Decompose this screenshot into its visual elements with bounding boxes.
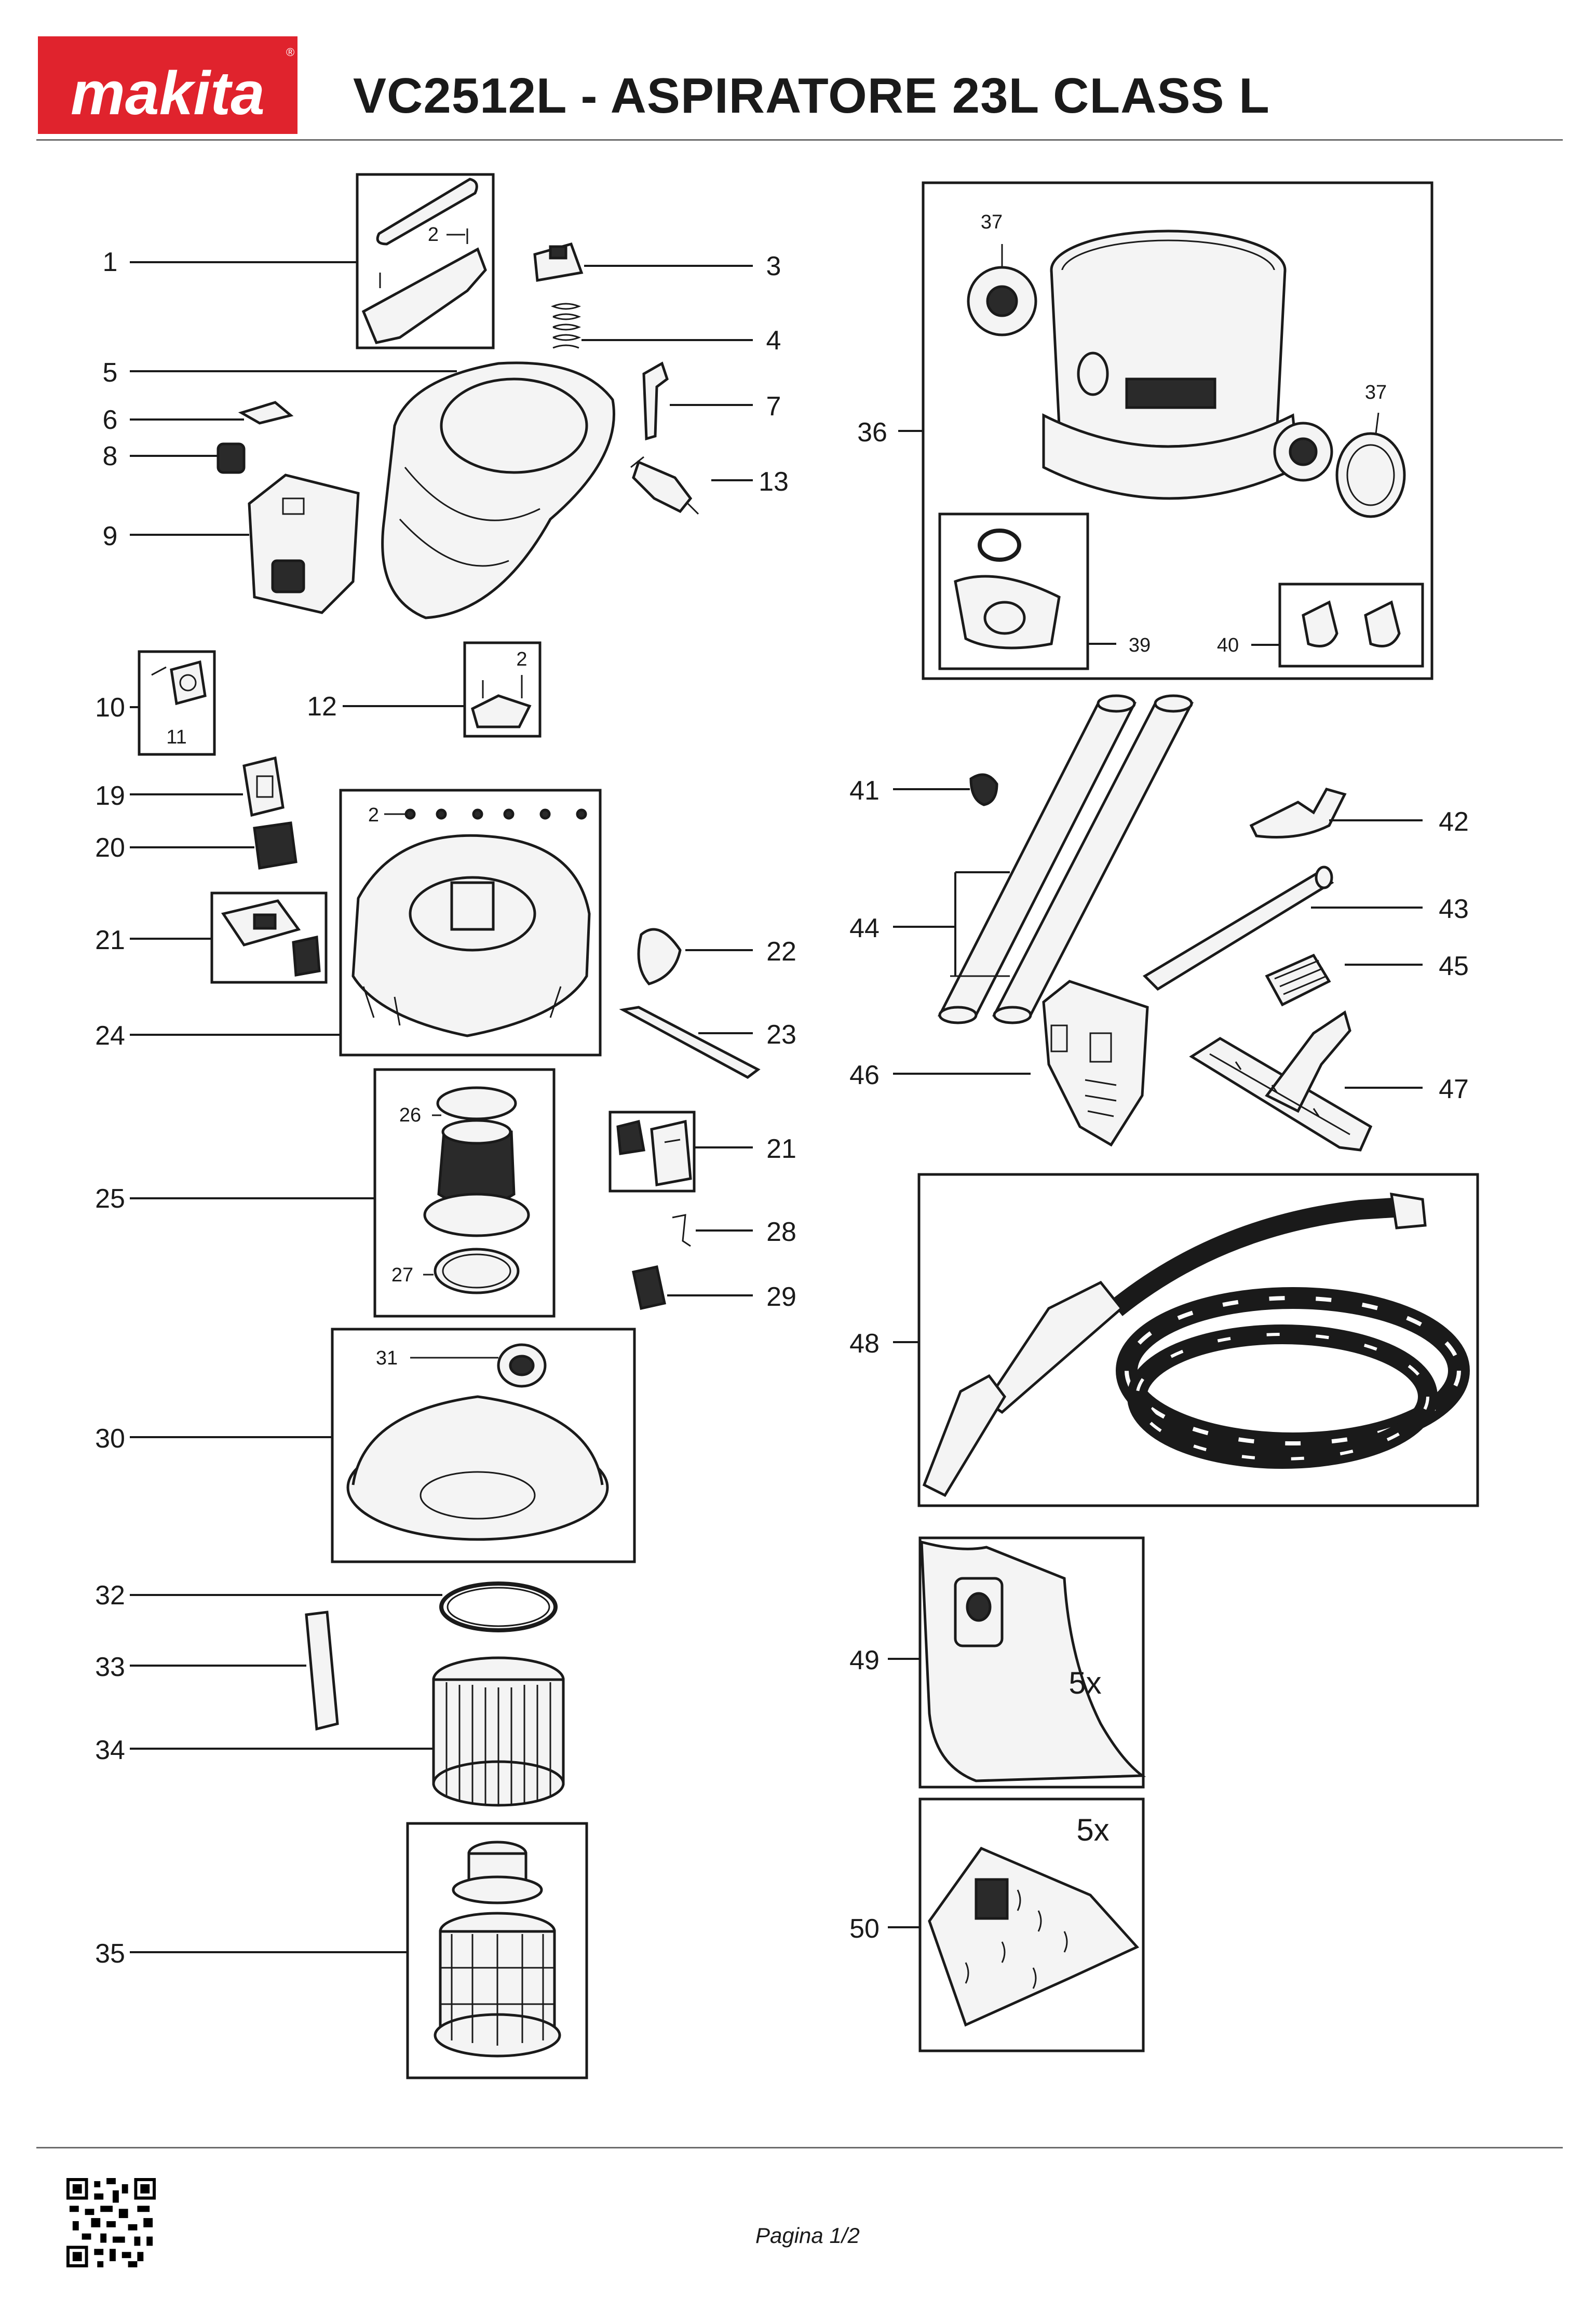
callout-50: 50 [849,1914,880,1944]
part-44-extension-tubes: 44 [849,694,1194,1024]
part-10-11-switch-assembly: 11 10 [95,650,216,756]
callout-31: 31 [376,1347,398,1369]
part-8-knob: 8 [103,441,246,474]
callout-39: 39 [1129,634,1151,656]
callout-44: 44 [849,913,880,943]
part-24-motor-housing: 2 24 [95,789,602,1057]
part-50-paper-bag: 5x 50 [849,1797,1145,2052]
callout-9: 9 [103,521,118,551]
part-36-tank: 37 37 36 39 40 [857,181,1433,680]
part-47-floor-nozzle: 47 [1189,1010,1469,1152]
part-46-tool-holder: 46 [849,980,1149,1147]
callout-27: 27 [391,1264,413,1286]
quantity-49: 5x [1068,1666,1101,1700]
part-35-filter-assembly: 35 [95,1822,588,2079]
part-32-seal-ring: 32 [95,1580,558,1632]
part-49-filter-bag: 5x 49 [849,1536,1146,1789]
part-45-adapter: 45 [1265,951,1469,1007]
callout-3: 3 [766,251,781,281]
callout-34: 34 [95,1735,125,1765]
callout-2a: 2 [428,224,439,246]
part-9-switch-housing: 9 [103,474,360,614]
callout-46: 46 [849,1060,880,1090]
part-21-filter-panel: 21 [95,891,328,984]
part-48-suction-hose: 48 [849,1173,1479,1507]
part-6-latch: 6 [103,401,294,435]
part-23-strap: 23 [619,1006,796,1079]
callout-25: 25 [95,1184,125,1214]
callout-4: 4 [766,326,781,356]
page-title: VC2512L - ASPIRATORE 23L CLASS L [353,68,1270,124]
part-19-plate: 19 [95,756,285,817]
callout-37a: 37 [981,211,1003,233]
callout-37b: 37 [1365,382,1387,403]
part-7-hook: 7 [642,361,781,441]
callout-28: 28 [766,1217,796,1247]
brand-name: makita [71,59,265,128]
page-number: Pagina 1/2 [755,2223,860,2248]
callout-30: 30 [95,1424,125,1454]
callout-41: 41 [849,776,880,806]
callout-48: 48 [849,1329,880,1359]
callout-32: 32 [95,1580,125,1611]
callout-47: 47 [1439,1074,1469,1104]
svg-text:®: ® [286,46,294,59]
callout-13: 13 [759,467,789,497]
part-12-bracket: 2 12 [307,641,542,738]
callout-21b: 21 [766,1134,796,1164]
callout-12: 12 [307,692,337,722]
callout-19: 19 [95,781,125,811]
callout-40: 40 [1217,634,1239,656]
callout-2b: 2 [516,648,527,670]
part-4-spring: 4 [550,303,781,356]
part-25-motor: 26 27 25 [95,1068,556,1318]
part-1-handle: 1 2 [103,173,495,349]
callout-6: 6 [103,405,118,435]
part-30-head-base: 31 30 [95,1328,636,1563]
callout-29: 29 [766,1282,796,1312]
part-3-clip: 3 [533,242,781,282]
callout-24: 24 [95,1021,125,1051]
qr-code-icon [66,2178,156,2267]
callout-7: 7 [766,391,781,422]
quantity-50: 5x [1076,1813,1109,1847]
callout-33: 33 [95,1652,125,1682]
callout-35: 35 [95,1939,125,1969]
callout-8: 8 [103,441,118,471]
makita-logo: makita ® [38,36,297,134]
callout-26: 26 [399,1104,421,1126]
part-43-crevice-tube: 43 [1142,866,1469,991]
part-42-upholstery-nozzle: 42 [1249,788,1469,839]
part-5-top-cover: 5 [103,358,615,619]
callout-42: 42 [1439,807,1469,837]
callout-45: 45 [1439,951,1469,981]
part-13-power-plug: 13 [630,456,789,515]
callout-5: 5 [103,358,118,388]
part-29-brush: 29 [632,1265,796,1312]
part-28-pin: 28 [672,1214,796,1247]
part-22-clip: 22 [637,928,796,985]
callout-21a: 21 [95,925,125,955]
part-20-circuit-board: 20 [95,821,297,870]
part-21-filter-panel-b: 21 [608,1111,796,1193]
callout-10: 10 [95,693,125,723]
header-divider [36,139,1563,141]
callout-43: 43 [1439,894,1469,924]
part-41-connector: 41 [849,773,998,806]
callout-1: 1 [103,247,118,277]
part-33-flap: 33 [95,1611,339,1731]
callout-49: 49 [849,1645,880,1675]
callout-11: 11 [166,726,186,748]
callout-36: 36 [857,417,887,448]
callout-22: 22 [766,937,796,967]
part-34-cartridge-filter: 34 [95,1656,565,1807]
exploded-parts-diagram: 1 2 3 4 5 6 7 8 [95,173,1479,2079]
page-header: makita ® VC2512L - ASPIRATORE 23L CLASS … [0,0,1596,143]
callout-23: 23 [766,1020,796,1050]
callout-20: 20 [95,833,125,863]
callout-2c: 2 [368,804,379,826]
footer-divider [36,2147,1563,2148]
